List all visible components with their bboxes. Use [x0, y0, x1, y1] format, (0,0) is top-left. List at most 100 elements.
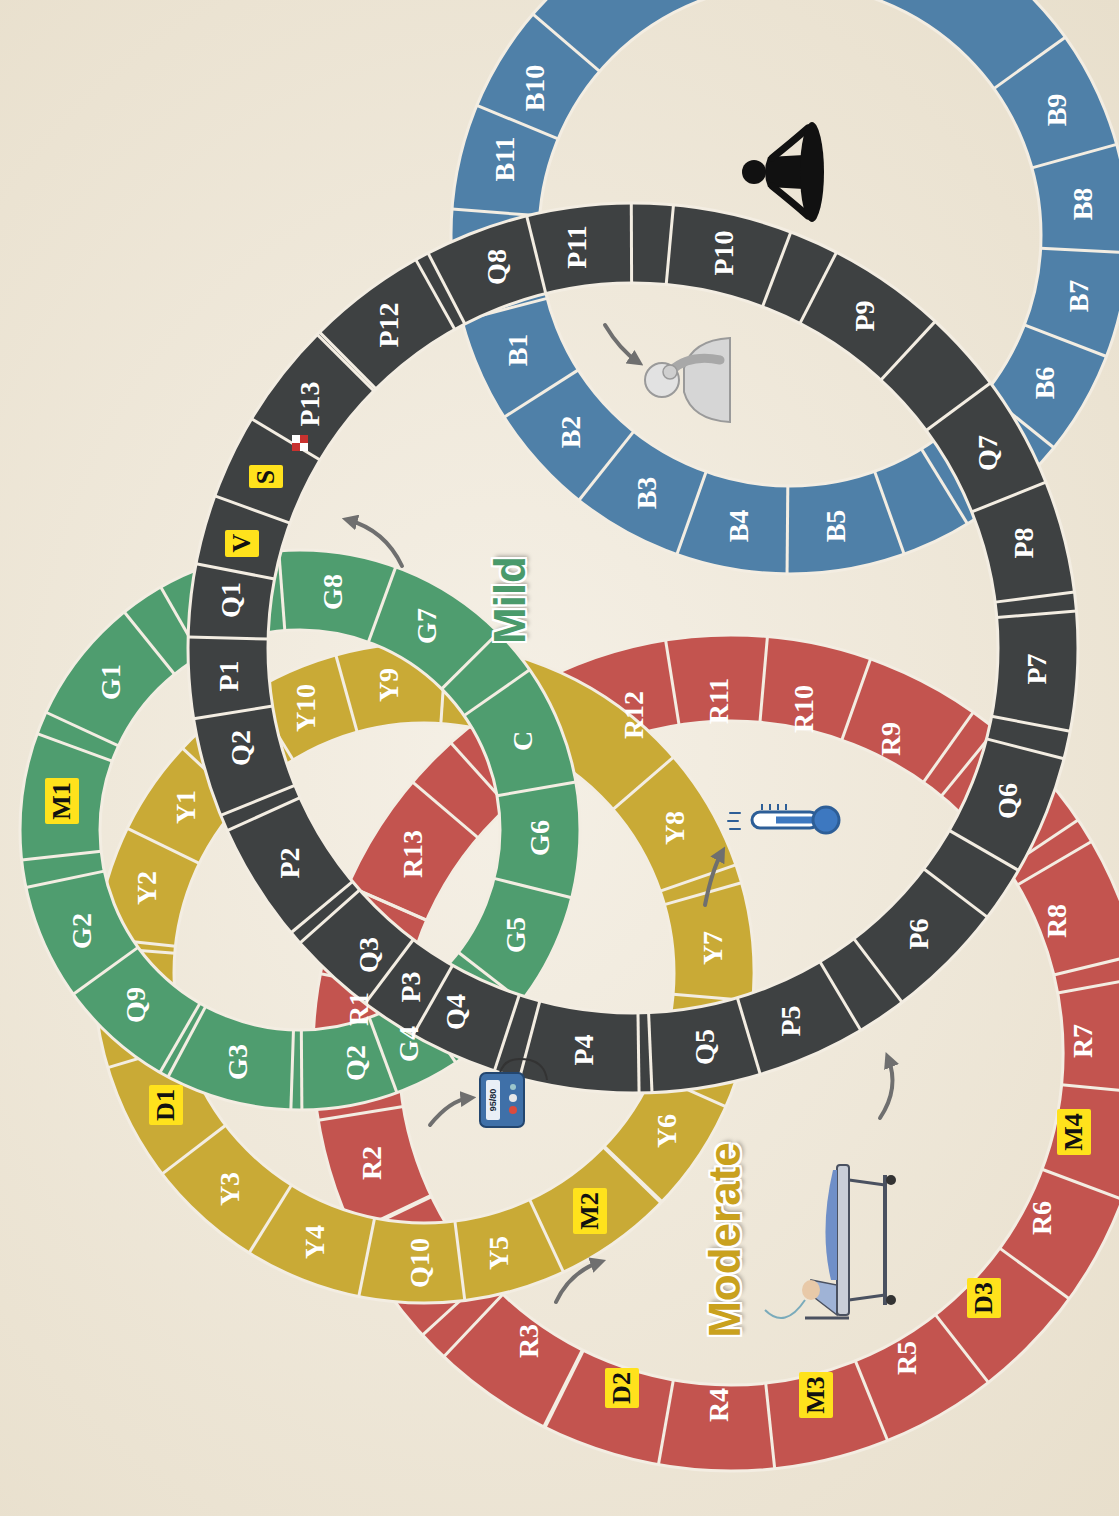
- segment-label: Q2: [227, 730, 255, 766]
- text-holder: D1: [153, 1089, 179, 1121]
- segment-divider: [444, 1294, 503, 1356]
- crossing-cell: Q8: [480, 246, 514, 288]
- segment-label: S: [253, 470, 279, 484]
- segment-label: V: [229, 534, 255, 553]
- segment-label: Y7: [699, 931, 727, 965]
- segment-divider: [820, 962, 861, 1031]
- marker-tag: V: [225, 530, 259, 557]
- flow-arrows: [348, 325, 893, 1302]
- segment-label: M2: [577, 1192, 603, 1230]
- segment-divider: [1024, 325, 1106, 357]
- segment-label: P11: [563, 225, 591, 269]
- label-text: 95/80: [489, 1089, 498, 1112]
- text-holder: G3: [224, 1044, 252, 1080]
- text-holder: M3: [803, 1376, 829, 1414]
- segment-label: P7: [1023, 654, 1051, 685]
- text-holder: B6: [1031, 366, 1059, 399]
- severity-heading: Moderate: [702, 1141, 748, 1339]
- segment-label: R1: [345, 992, 373, 1026]
- ring-segment: G4: [392, 1023, 426, 1065]
- segment-divider: [504, 370, 578, 417]
- ring-segment: Y10: [289, 681, 323, 736]
- ring-segment: B7: [1062, 277, 1096, 316]
- segment-label: B9: [1043, 94, 1071, 127]
- monitor-reading: 95/80: [488, 1088, 499, 1113]
- segment-divider: [359, 1218, 375, 1296]
- text-holder: M4: [1061, 1113, 1087, 1151]
- segment-label: Y8: [661, 811, 689, 845]
- segment-divider: [413, 782, 478, 838]
- segment-divider: [1000, 1248, 1070, 1299]
- ring-segment: Y1: [169, 786, 203, 827]
- marker-tag: S: [249, 465, 283, 488]
- ring-segment: Y7: [696, 927, 730, 968]
- ring-segment: P13: [293, 378, 327, 430]
- text-holder: P12: [375, 302, 403, 347]
- text-holder: P10: [710, 231, 738, 276]
- segment-label: Y5: [485, 1236, 513, 1270]
- ring-segment: R1: [342, 989, 376, 1030]
- segment-divider: [428, 253, 465, 324]
- text-holder: Q2: [342, 1045, 370, 1081]
- text-holder: P8: [1010, 528, 1038, 559]
- text-holder: Q3: [355, 937, 383, 973]
- segment-label: P8: [1010, 528, 1038, 559]
- marker-tag: D3: [967, 1278, 1001, 1318]
- text-holder: D3: [971, 1282, 997, 1314]
- segment-divider: [603, 1147, 660, 1203]
- text-holder: B11: [491, 136, 519, 181]
- ring-segment: Y4: [298, 1221, 332, 1262]
- segment-divider: [997, 611, 1077, 618]
- text-holder: P3: [397, 971, 425, 1002]
- segment-label: P9: [851, 301, 879, 332]
- ring-segment: R8: [1040, 901, 1074, 942]
- ring-segment: R5: [890, 1337, 924, 1378]
- segment-label: R9: [877, 722, 905, 756]
- text-holder: V: [229, 534, 255, 553]
- segment-divider: [368, 567, 395, 642]
- segment-label: R6: [1028, 1201, 1056, 1235]
- segment-divider: [544, 1350, 583, 1427]
- segment-label: G1: [97, 664, 125, 700]
- ring-segment: P9: [848, 297, 882, 335]
- ring-segment: G3: [221, 1041, 255, 1083]
- ring-segment: G7: [410, 605, 444, 647]
- segment-label: P6: [905, 919, 933, 950]
- text-holder: R7: [1069, 1024, 1097, 1058]
- text-holder: P2: [276, 847, 304, 878]
- text-holder: C: [509, 731, 537, 751]
- segment-label: Q2: [342, 1045, 370, 1081]
- marker-tag: D1: [149, 1085, 183, 1125]
- segment-divider: [317, 335, 374, 391]
- text-holder: Y3: [216, 1171, 244, 1205]
- ring-segment: R7: [1066, 1020, 1100, 1061]
- segment-divider: [664, 883, 741, 905]
- segment-divider: [666, 640, 679, 725]
- crossing-cell: Q2: [224, 727, 258, 769]
- segment-label: Q9: [122, 987, 150, 1023]
- text-holder: Y9: [375, 668, 403, 702]
- text-holder: Y6: [653, 1114, 681, 1148]
- thermometer-icon: [728, 804, 839, 833]
- text-holder: B10: [521, 64, 549, 111]
- segment-divider: [949, 830, 1018, 870]
- ring-segment: G8: [316, 571, 350, 613]
- text-holder: Q6: [994, 783, 1022, 819]
- text-holder: B9: [1043, 94, 1071, 127]
- segment-divider: [658, 1380, 673, 1465]
- segment-divider: [530, 1200, 564, 1273]
- ring-segment: P6: [902, 915, 936, 953]
- segment-divider: [992, 716, 1071, 731]
- severity-heading: Mild: [487, 555, 533, 645]
- text-holder: P7: [1023, 654, 1051, 685]
- segment-label: D3: [971, 1282, 997, 1314]
- segment-label: R2: [358, 1146, 386, 1180]
- segment-divider: [1032, 144, 1117, 168]
- text-holder: Q8: [483, 249, 511, 285]
- segment-label: B5: [822, 510, 850, 543]
- ring-segment: R3: [512, 1321, 546, 1362]
- text-holder: G6: [526, 820, 554, 856]
- ring-segment: Y3: [213, 1168, 247, 1209]
- text-holder: Q4: [442, 994, 470, 1030]
- text-holder: 95/80: [489, 1089, 498, 1112]
